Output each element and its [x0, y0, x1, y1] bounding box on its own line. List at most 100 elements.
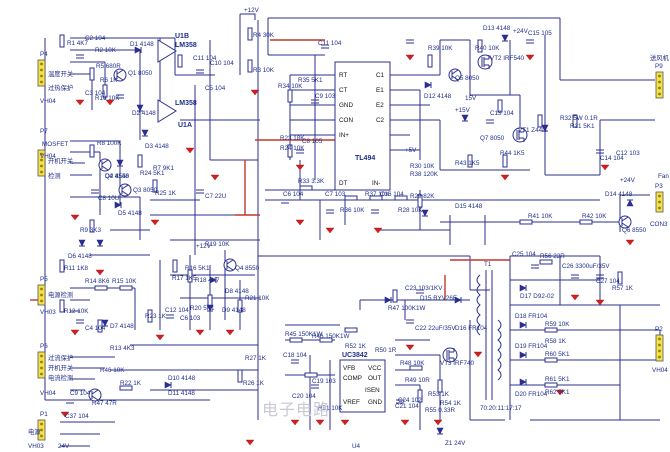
tl494-pin-e2: E2	[376, 102, 384, 109]
p6-label-2: 开机开关	[48, 363, 74, 372]
uc3842-pin-gnd: GND	[368, 399, 382, 406]
label-r48: R48 10K	[400, 360, 425, 367]
label-c7: C7 22U	[205, 193, 227, 200]
label-c21: C21 104	[395, 403, 419, 410]
label-r42: R42 10K	[582, 213, 607, 220]
label-q1: Q1 8050	[128, 70, 153, 77]
rail-15v-b: 15V	[465, 95, 477, 102]
label-r7: R7 9K1	[153, 165, 175, 172]
label-c6: C6 103	[180, 315, 201, 322]
p6-label-3: 电流检测	[48, 373, 73, 382]
label-d1: D1 4148	[130, 41, 154, 48]
label-r46b: R46 150K1W	[312, 333, 350, 340]
label-r32: R32 5W 0.1R	[560, 115, 598, 122]
p7-label-3: 检测	[48, 171, 61, 180]
label-r39: R39 10K	[428, 45, 453, 52]
label-c16: C16 104	[380, 191, 404, 198]
uc3842-pin-vref: VREF	[343, 399, 360, 406]
transformer-t1	[476, 270, 502, 400]
label-r18: R18 4K7	[195, 277, 220, 284]
u1b-part: LM358	[175, 42, 197, 49]
ic-uc3842	[339, 359, 386, 413]
connector-p3	[655, 191, 664, 213]
label-c4: C4 104	[85, 325, 106, 332]
label-d9: D9 4148	[222, 307, 246, 314]
u1b-ref: U1B	[175, 33, 189, 40]
p7-label-2: 开机开关	[48, 156, 74, 165]
label-r61: R61 5K1	[545, 376, 570, 383]
p7-label-1: MOSFET	[42, 141, 68, 148]
label-c6b: C6 104	[283, 191, 304, 198]
tl494-pin-e1: E1	[376, 87, 384, 94]
label-r28: R28 10K	[398, 207, 423, 214]
label-r24: R24 5K1	[140, 170, 165, 177]
label-c7b: C7 103	[325, 191, 346, 198]
label-c12b: C12 103	[616, 150, 640, 157]
label-r40: R40 10K	[475, 45, 500, 52]
wires	[44, 13, 661, 447]
label-d13: D13 4148	[483, 25, 511, 32]
label-r44: R44 1K5	[500, 150, 525, 157]
opamp-u1a	[157, 99, 177, 123]
label-c13: C13 104	[490, 110, 514, 117]
label-r46: R46 10K	[100, 367, 125, 374]
labels-left: C2 104 R1 4K7 R2 10K R3 10K R4 30K R5 68…	[64, 32, 275, 420]
label-r62: R62 5K1	[545, 389, 570, 396]
p9-ref: P9	[655, 63, 663, 70]
label-d3: D3 4148	[145, 143, 169, 150]
label-vt3: VT3 IRF740	[440, 360, 474, 367]
label-r15: R15 10K	[112, 278, 137, 285]
rail-24v-mid: +24V	[620, 177, 636, 184]
p3-type: CON3	[650, 221, 668, 228]
label-q3: Q3 8050	[133, 187, 158, 194]
label-d6: D6 4148	[68, 253, 92, 260]
u1a-part: LM358	[175, 100, 197, 107]
uc3842-pin-vcc: VCC	[368, 365, 382, 372]
label-r27: R27 1K	[245, 355, 267, 362]
label-r56: R56 22R	[540, 253, 565, 260]
label-d17: D17 D92-02	[520, 293, 554, 300]
tl494-pin-in-plus: IN+	[339, 132, 349, 139]
label-r47: R47 47R	[92, 400, 117, 407]
rail-15v-a: +15V	[455, 107, 471, 114]
label-r25: R25 1K	[155, 190, 177, 197]
label-r8: R8 100K	[97, 140, 122, 147]
p5-type: VH03	[40, 309, 56, 316]
label-r33: R33 3.3K	[298, 178, 325, 185]
label-r49: R49 10R	[405, 377, 430, 384]
label-r29: R29 82K	[410, 193, 435, 200]
label-vt2: VT2 IRF540	[490, 55, 524, 62]
tl494-pin-c2: C2	[376, 117, 385, 124]
label-d5: D5 4148	[118, 210, 142, 217]
label-d2: D2 4148	[132, 110, 156, 117]
rail-5v: +5V	[405, 147, 417, 154]
label-d16: D16 FR104	[455, 325, 488, 332]
p4-label-2: 过热保护	[48, 83, 73, 92]
label-c37: C37 104	[65, 413, 89, 420]
uc3842-pin-isen: ISEN	[365, 387, 380, 394]
label-r17: R17 1K5	[172, 275, 197, 282]
label-vt1: VT1 Z44N	[518, 127, 547, 134]
label-c27: C27 104	[596, 278, 620, 285]
connector-p6	[37, 351, 46, 379]
label-r19: R19 10K	[205, 241, 230, 248]
label-r47b: R47 100K1W	[388, 305, 426, 312]
transistor-q2	[98, 158, 112, 172]
label-r30: R30 10K	[410, 163, 435, 170]
p1-type: VH03	[28, 443, 44, 450]
p2-ref: P2	[655, 326, 663, 333]
tl494-pin-in-minus: IN-	[372, 180, 380, 187]
connector-p5	[37, 284, 46, 306]
labels-transformer: T1 D17 D92-02 C25 104 R56 22R C26 3300uF…	[352, 251, 634, 450]
rail-24v-top: +24V	[513, 28, 529, 35]
label-c23: C23 103/1KV	[405, 285, 443, 292]
label-d8: D8 4148	[225, 288, 249, 295]
label-r23b: R23 18K	[280, 135, 305, 142]
label-d15b: D15 4148	[455, 203, 483, 210]
label-q7: Q7 8050	[480, 135, 505, 142]
label-d19: D19 FR104	[515, 343, 548, 350]
label-r52: R52 1K	[345, 343, 367, 350]
label-c11: C11 104	[193, 55, 217, 62]
label-c9: C9 104	[70, 390, 91, 397]
